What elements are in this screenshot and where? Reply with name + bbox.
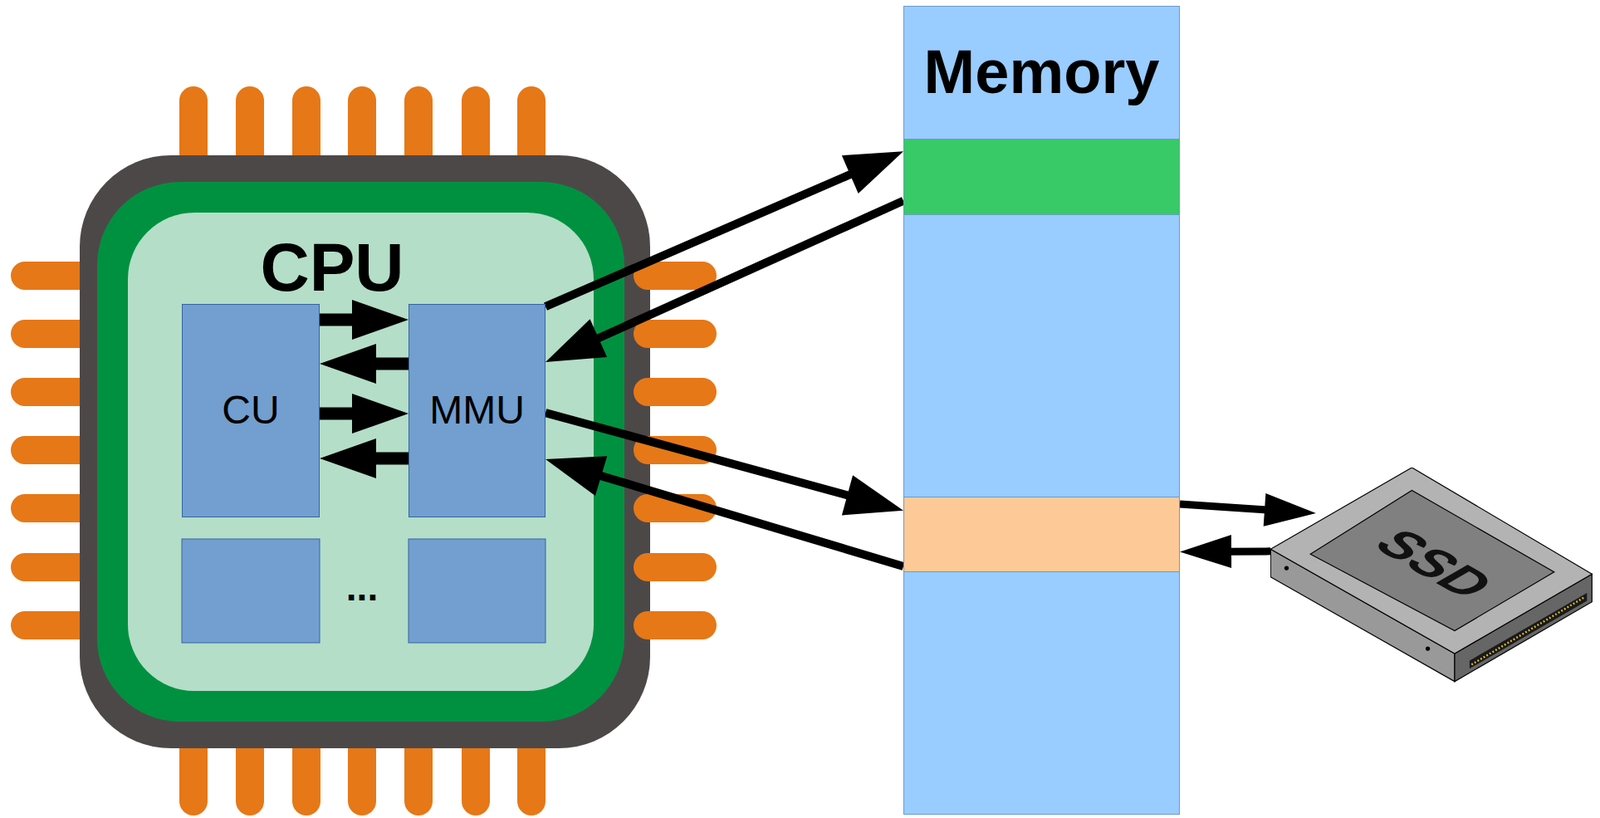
arrow-head: [1179, 534, 1232, 568]
arrow-connector: [545, 200, 904, 363]
arrow-head: [841, 474, 904, 515]
arrow-connector: [545, 412, 904, 515]
mmu-box: MMU: [408, 303, 546, 518]
arrow-shaft: [590, 200, 904, 343]
blank-unit-box: [181, 538, 320, 643]
arrow-shaft: [592, 473, 904, 567]
memory-block: [904, 496, 1180, 573]
arrow-connector: [1179, 534, 1271, 568]
arrow-connector: [319, 299, 409, 340]
memory-column: Memory: [903, 5, 1180, 815]
arrow-head: [1263, 493, 1317, 527]
ellipsis-label: ...: [346, 567, 378, 607]
arrow-connector: [319, 438, 409, 479]
unit-label: CU: [221, 388, 279, 433]
arrow-head: [545, 318, 607, 363]
unit-label: MMU: [429, 388, 525, 433]
blank-unit-box: [408, 538, 546, 643]
arrow-head: [841, 151, 904, 194]
memory-block: [904, 138, 1180, 216]
chip-label: CPU: [259, 233, 404, 302]
arrow-shaft: [545, 412, 857, 498]
chip-die: [127, 212, 594, 691]
chip-ring: [97, 181, 625, 722]
arrow-head: [545, 455, 607, 496]
label-holder: ...: [312, 567, 412, 607]
arrow-connector: [1179, 493, 1317, 527]
arrow-connector: [545, 455, 904, 567]
cpu-chip: CPU CU MMU: [127, 212, 594, 691]
arrow-head: [352, 393, 409, 434]
arrow-head: [352, 299, 409, 340]
ssd-drive: SSD: [1270, 467, 1596, 686]
arrow-connector: [319, 343, 409, 384]
arrow-head: [319, 438, 377, 479]
arrow-shaft: [1179, 503, 1273, 510]
arrow-head: [319, 343, 377, 384]
memory-label: Memory: [924, 41, 1160, 103]
arrow-connector: [319, 393, 409, 434]
chip-package: [79, 155, 651, 749]
control-unit-box: CU: [181, 303, 320, 518]
